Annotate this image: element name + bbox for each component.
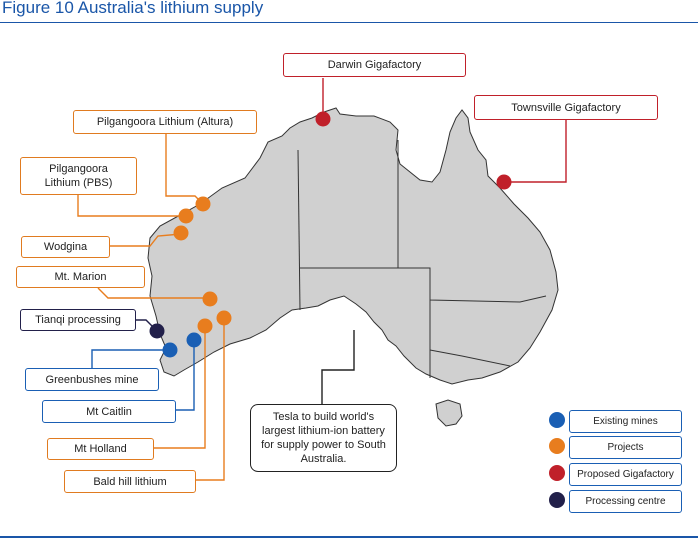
figure-title: Figure 10 Australia's lithium supply	[2, 0, 264, 17]
leader-townsville	[504, 120, 567, 183]
label-mt-caitlin: Mt Caitlin	[42, 400, 176, 423]
marker-darwin	[315, 111, 331, 127]
marker-altura	[195, 196, 211, 212]
bottom-rule	[0, 536, 698, 538]
leader-tesla	[321, 330, 355, 404]
legend-gigafactory-dot	[549, 465, 565, 481]
marker-marion	[202, 291, 218, 307]
state-borders	[297, 140, 547, 378]
leader-pbs	[77, 194, 186, 217]
marker-caitlin	[186, 332, 202, 348]
label-tianqi-processing: Tianqi processing	[20, 309, 136, 331]
label-greenbushes-mine: Greenbushes mine	[25, 368, 159, 391]
title-rule	[0, 22, 698, 23]
marker-townsville	[496, 174, 512, 190]
leader-caitlin	[176, 340, 195, 411]
legend-existing-dot	[549, 412, 565, 428]
legend-processing-dot	[549, 492, 565, 508]
leader-holland	[154, 326, 206, 449]
border-nsw-vic	[429, 349, 511, 367]
marker-tianqi	[149, 323, 165, 339]
leader-altura	[165, 133, 204, 205]
marker-wodgina	[173, 225, 189, 241]
label-mt-marion: Mt. Marion	[16, 266, 145, 288]
label-bald-hill-lithium: Bald hill lithium	[64, 470, 196, 493]
site-markers	[149, 111, 512, 358]
label-townsville-gigafactory: Townsville Gigafactory	[474, 95, 658, 120]
marker-greenbushes	[162, 342, 178, 358]
australia-mainland	[147, 107, 559, 385]
leader-marion	[97, 287, 210, 299]
marker-baldhill	[216, 310, 232, 326]
legend-existing-mines: Existing mines	[569, 410, 682, 433]
tasmania	[435, 399, 463, 427]
leader-baldhill	[196, 318, 225, 481]
leader-greenbushes	[91, 349, 170, 368]
legend-processing-centre: Processing centre	[569, 490, 682, 513]
label-darwin-gigafactory: Darwin Gigafactory	[283, 53, 466, 77]
legend-proposed-gigafactory: Proposed Gigafactory	[569, 463, 682, 486]
label-pilgangoora-pbs: Pilgangoora Lithium (PBS)	[20, 157, 137, 195]
leader-lines	[77, 78, 567, 481]
marker-pbs	[178, 208, 194, 224]
legend-projects: Projects	[569, 436, 682, 459]
legend-projects-dot	[549, 438, 565, 454]
label-pilgangoora-altura: Pilgangoora Lithium (Altura)	[73, 110, 257, 134]
label-tesla-note: Tesla to build world's largest lithium-i…	[250, 404, 397, 472]
label-mt-holland: Mt Holland	[47, 438, 154, 460]
marker-holland	[197, 318, 213, 334]
label-wodgina: Wodgina	[21, 236, 110, 258]
leader-wodgina	[110, 233, 182, 247]
border-wa	[297, 149, 301, 311]
